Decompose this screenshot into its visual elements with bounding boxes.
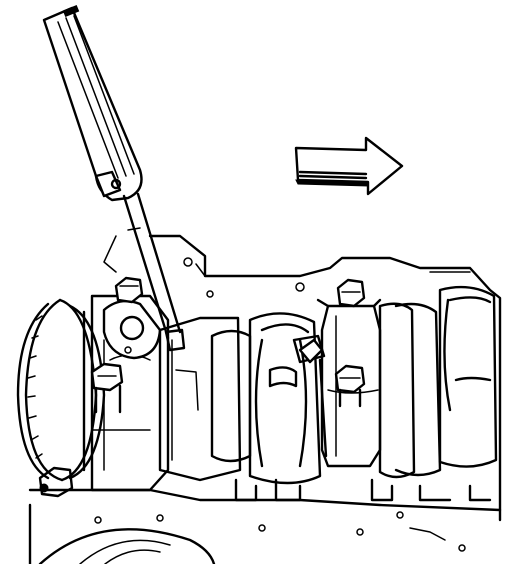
engine-block xyxy=(28,234,502,566)
main-cap-bolt xyxy=(90,276,144,414)
main-cap-bolt xyxy=(334,278,366,408)
crankshaft xyxy=(158,285,498,502)
pry-bar-tool xyxy=(42,4,186,352)
main-bearing-cap xyxy=(90,294,170,492)
main-bearing-cap xyxy=(316,298,382,468)
direction-arrow xyxy=(294,136,404,196)
